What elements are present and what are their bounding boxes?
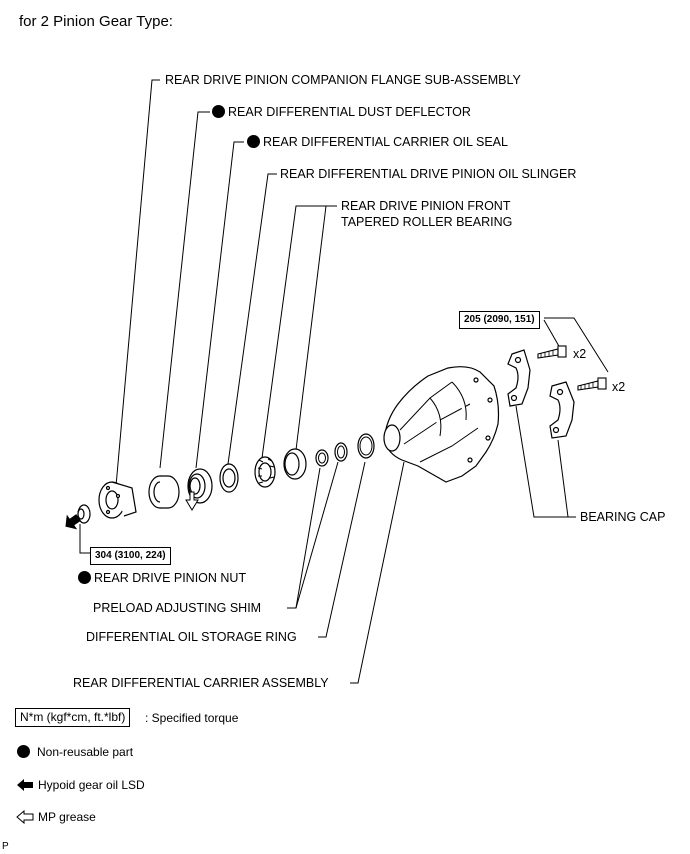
label-pinion-nut-text: REAR DRIVE PINION NUT: [94, 571, 247, 585]
hypoid-oil-arrow-nut: [65, 514, 81, 530]
legend-torque-text: : Specified torque: [145, 711, 239, 725]
leader-oil-seal: [195, 141, 244, 469]
label-oil-seal-text: REAR DIFFERENTIAL CARRIER OIL SEAL: [263, 135, 508, 149]
hollow-arrow-left-icon: [16, 810, 34, 824]
legend-non-reusable: Non-reusable part: [17, 745, 133, 759]
qty-label-lower: x2: [612, 380, 626, 394]
mp-grease-arrow-seal: [185, 491, 199, 511]
leader-bearing-cap-2: [515, 405, 568, 518]
leader-oil-slinger: [227, 173, 277, 465]
footer-code: P: [2, 841, 9, 852]
leader-flange: [115, 79, 160, 487]
leader-shim-2: [295, 461, 339, 609]
label-bearing-cap: BEARING CAP: [580, 510, 666, 524]
leader-front-bearing: [261, 205, 337, 459]
label-carrier-assembly: REAR DIFFERENTIAL CARRIER ASSEMBLY: [73, 676, 329, 690]
leader-bolt-torque: [544, 317, 609, 373]
legend-hypoid: Hypoid gear oil LSD: [38, 778, 145, 792]
companion-flange-part: [98, 481, 137, 519]
qty-label-upper: x2: [573, 347, 587, 361]
bearing-race-part: [283, 448, 307, 480]
leader-nut-torque: [79, 524, 90, 554]
non-reusable-icon: [247, 135, 260, 148]
non-reusable-icon: [78, 571, 91, 584]
label-dust-deflector: REAR DIFFERENTIAL DUST DEFLECTOR: [212, 105, 471, 119]
legend-non-reusable-text: Non-reusable part: [37, 745, 134, 759]
cap-bolt-upper-part: [537, 345, 567, 359]
carrier-ring-inner: [359, 436, 373, 456]
non-reusable-icon: [212, 105, 225, 118]
legend-torque-box: N*m (kgf*cm, ft.*lbf): [15, 708, 131, 727]
legend-grease: MP grease: [38, 810, 96, 824]
carrier-assembly-part: [383, 366, 500, 483]
front-bearing-part: [254, 456, 276, 488]
preload-shim-inner: [318, 452, 326, 464]
label-preload-shim: PRELOAD ADJUSTING SHIM: [93, 601, 262, 615]
torque-box-nut: 304 (3100, 224): [90, 547, 171, 565]
label-front-bearing-line1: REAR DRIVE PINION FRONT: [341, 199, 511, 213]
label-front-bearing-line2: TAPERED ROLLER BEARING: [341, 215, 513, 229]
leader-carrier: [350, 461, 405, 684]
dust-deflector-part: [148, 475, 180, 509]
label-oil-slinger: REAR DIFFERENTIAL DRIVE PINION OIL SLING…: [280, 167, 577, 181]
torque-box-bolt: 205 (2090, 151): [459, 311, 540, 329]
leader-bearing-cap: [557, 439, 576, 518]
leader-storage-ring: [318, 461, 366, 638]
leader-dust-deflector: [159, 111, 210, 469]
storage-ring-part: [334, 442, 348, 462]
page-title: for 2 Pinion Gear Type:: [19, 13, 173, 30]
cap-bolt-lower-part: [577, 377, 607, 391]
leader-bolt-torque-2: [543, 319, 561, 349]
label-oil-seal: REAR DIFFERENTIAL CARRIER OIL SEAL: [247, 135, 508, 149]
preload-shim-part: [315, 449, 329, 467]
leader-shim: [287, 467, 321, 609]
label-dust-deflector-text: REAR DIFFERENTIAL DUST DEFLECTOR: [228, 105, 471, 119]
label-companion-flange: REAR DRIVE PINION COMPANION FLANGE SUB-A…: [165, 73, 521, 87]
filled-circle-icon: [17, 745, 30, 758]
leader-front-bearing-2: [295, 205, 327, 451]
pinion-nut-part: [77, 504, 91, 524]
label-storage-ring: DIFFERENTIAL OIL STORAGE RING: [86, 630, 297, 644]
filled-arrow-left-icon: [17, 779, 33, 791]
bearing-cap-upper-part: [507, 349, 531, 407]
bearing-cap-lower-part: [549, 381, 575, 439]
storage-ring-inner: [337, 445, 345, 459]
oil-slinger-part: [219, 463, 239, 493]
label-pinion-nut: REAR DRIVE PINION NUT: [78, 571, 246, 585]
